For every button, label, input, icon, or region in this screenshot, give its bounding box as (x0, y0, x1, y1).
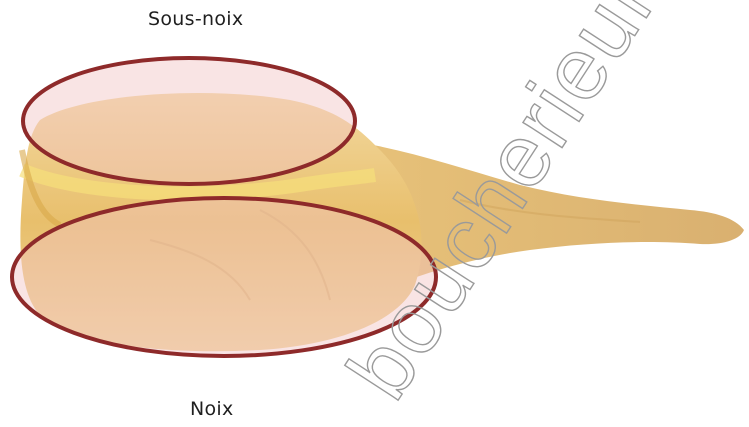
label-sous-noix: Sous-noix (148, 8, 243, 30)
sous-noix-region (23, 58, 355, 184)
label-noix: Noix (190, 398, 234, 420)
